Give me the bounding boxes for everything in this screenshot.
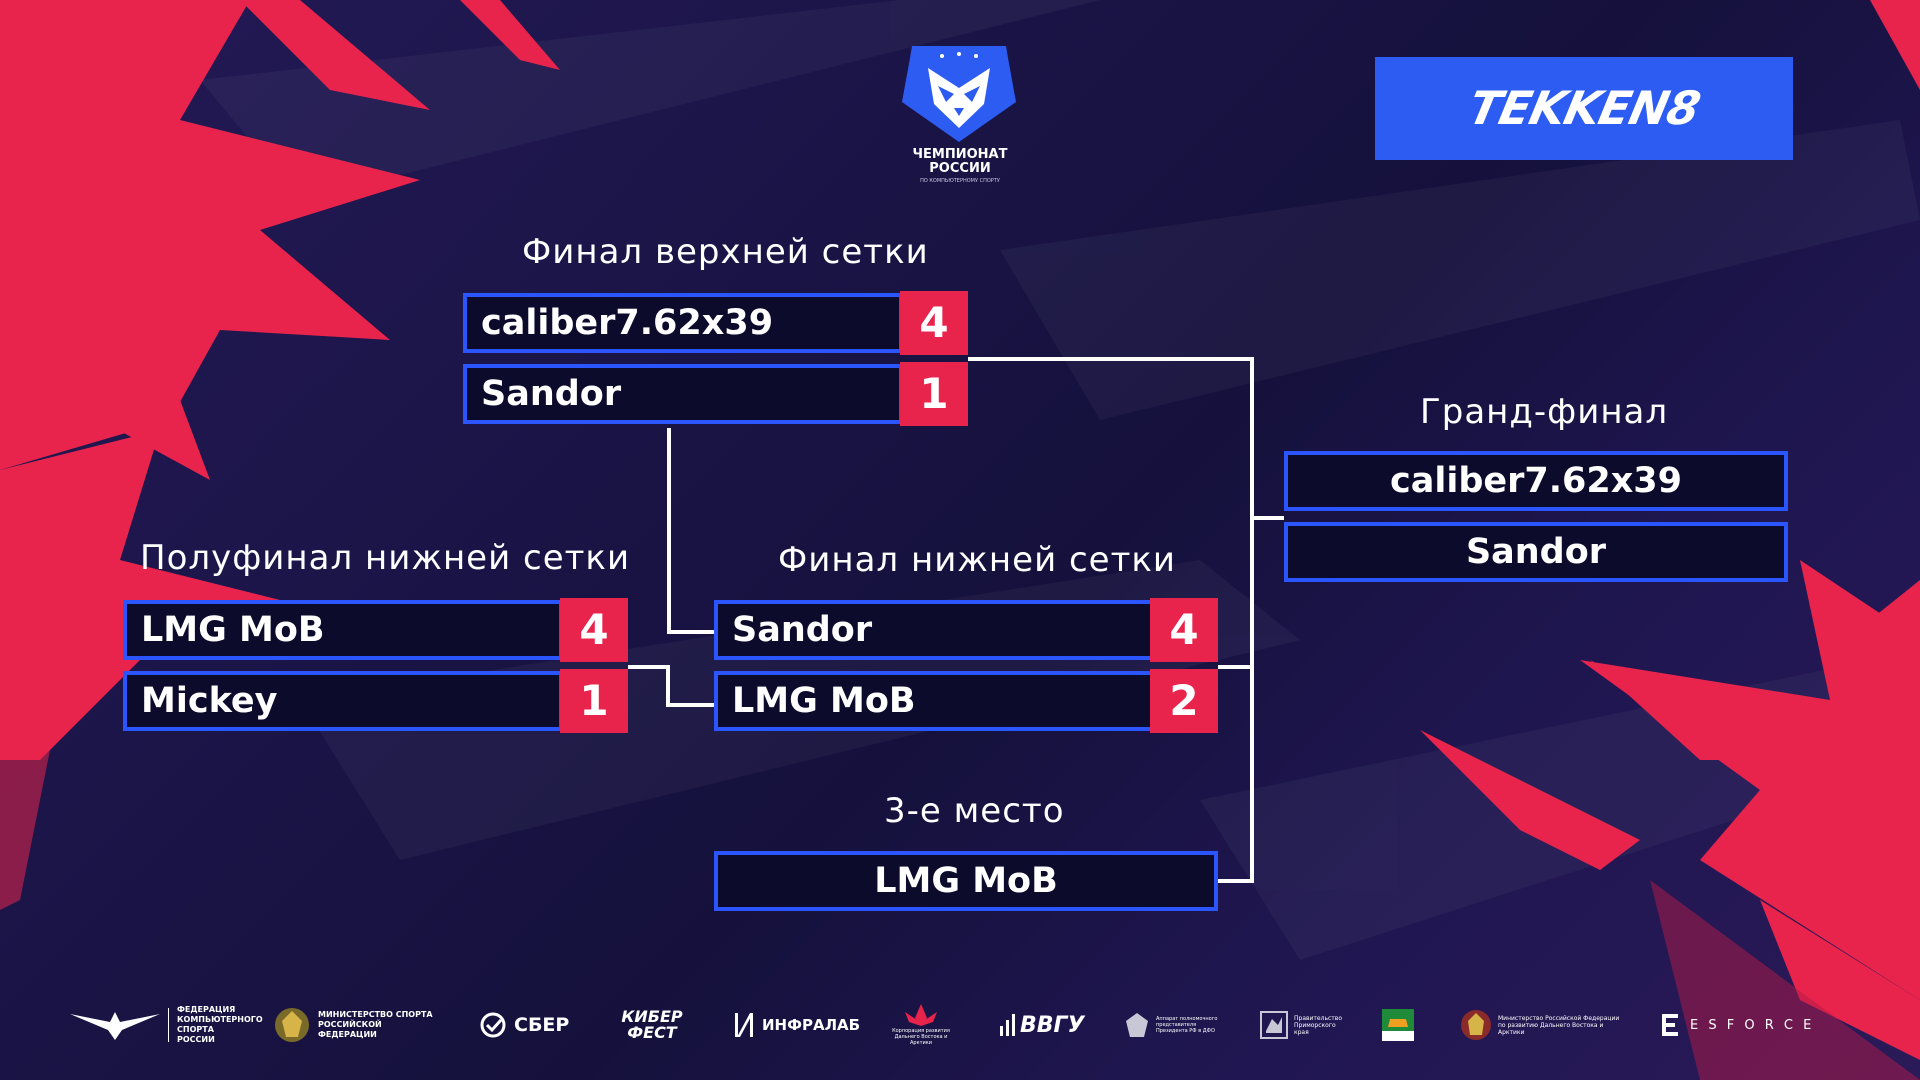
lower-final-player1: Sandor [714,600,1154,660]
lower-final-score1: 4 [1150,598,1218,662]
lower-semifinal-player2: Mickey [123,671,563,731]
lotus-icon [901,1004,941,1028]
lower-semifinal-player1: LMG MoB [123,600,563,660]
grand-final-title: Гранд-финал [1420,392,1669,432]
player-name: Sandor [1465,532,1607,572]
sponsor-vvgu: ВВГУ [1000,1002,1085,1048]
upper-final-score2: 1 [900,362,968,426]
sponsor-infralab: ИНФРАЛАБ [734,1002,860,1048]
sponsor-kiberfest: КИБЕР ФЕСТ [621,1007,683,1042]
upper-final-player2: Sandor [463,364,903,424]
player-name: caliber7.62x39 [1389,461,1683,501]
lower-semifinal-score2: 1 [560,669,628,733]
player-name: LMG MoB [141,610,325,650]
championship-title: ЧЕМПИОНАТ РОССИИ [912,147,1008,176]
lower-semifinal-title: Полуфинал нижней сетки [140,538,631,578]
infralab-icon [734,1012,754,1038]
sber-check-icon [480,1012,506,1038]
coat-of-arms-icon [1460,1007,1492,1043]
coat-of-arms-icon [274,1005,310,1045]
red-splash-left [0,0,560,760]
tiger-flag-icon [1382,1009,1414,1041]
sponsor-sber: СБЕР [480,1002,569,1048]
bars-icon [1000,1014,1016,1036]
player-name: caliber7.62x39 [481,303,774,343]
upper-final-title: Финал верхней сетки [522,232,929,272]
sponsor-esforce: E S F O R C E [1662,1002,1814,1048]
lower-semifinal-score1: 4 [560,598,628,662]
player-name: Mickey [141,681,278,721]
player-name: Sandor [481,374,622,414]
player-name: LMG MoB [874,861,1058,901]
sponsor-krdv: Корпорация развития Дальнего Востока и А… [886,1002,956,1048]
lower-final-score2: 2 [1150,669,1218,733]
sponsor-minsport: МИНИСТЕРСТВО СПОРТА РОССИЙСКОЙ ФЕДЕРАЦИИ [274,1002,438,1048]
sponsor-primorye-flag [1382,1002,1422,1048]
map-icon [1260,1011,1288,1039]
winged-emblem-icon [70,1008,160,1042]
sponsor-dfo-representative: Аппарат полномочного представителя Прези… [1124,1002,1218,1048]
championship-subtitle: ПО КОМПЬЮТЕРНОМУ СПОРТУ [920,178,1000,184]
championship-logo [898,46,1020,146]
player-name: Sandor [732,610,873,650]
sponsor-fks: ФЕДЕРАЦИЯ КОМПЬЮТЕРНОГО СПОРТА РОССИИ [70,1002,263,1048]
third-place-player: LMG MoB [714,851,1218,911]
player-name: LMG MoB [732,681,916,721]
lower-final-player2: LMG MoB [714,671,1154,731]
red-splash-right [1420,0,1920,1060]
sponsor-minvostokrazvitiya: Министерство Российской Федерации по раз… [1460,1002,1628,1048]
grand-final-player2: Sandor [1284,522,1788,582]
upper-final-score1: 4 [900,291,968,355]
grand-final-player1: caliber7.62x39 [1284,451,1788,511]
third-place-title: 3-е место [884,791,1065,831]
lower-final-title: Финал нижней сетки [778,540,1177,580]
sponsor-primorye-government: Правительство Приморского края [1260,1002,1346,1048]
eagle-icon [1124,1011,1150,1039]
upper-final-player1: caliber7.62x39 [463,293,903,353]
shield-lion-icon [902,46,1016,142]
tekken8-logo: TEKKEN8 [1375,57,1793,160]
e-icon [1662,1014,1680,1036]
